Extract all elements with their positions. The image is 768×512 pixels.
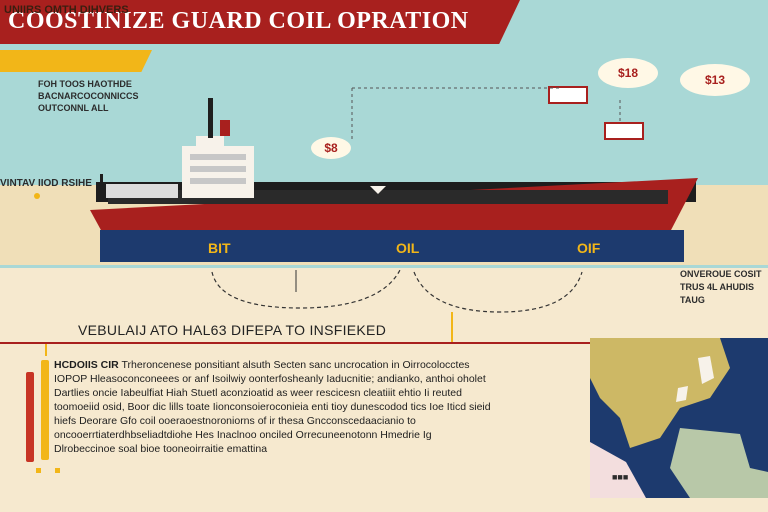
side-label: VINTAV IIOD RSIHE	[0, 178, 92, 189]
map-landmass-south	[670, 428, 768, 498]
stern-deck	[106, 184, 178, 198]
price-callout-3: $8	[311, 137, 351, 159]
funnel	[220, 120, 230, 136]
bridge-top-deck	[196, 136, 224, 148]
section-divider	[0, 342, 592, 344]
deck-crane	[370, 186, 386, 194]
buoy-marker-1	[548, 86, 588, 104]
accent-bar-red	[26, 372, 34, 462]
buoy-marker-2	[604, 122, 644, 140]
subtitle-text: UNIIRS OMTH DIHVERS	[4, 4, 129, 16]
body-lead: HCDOIIS CIR	[54, 359, 119, 371]
intro-text: FOH TOOS HAOTHDE BACNARCOCONNICCS OUTCON…	[38, 79, 139, 113]
map-islet	[676, 386, 688, 402]
oil-tanker-illustration	[90, 98, 698, 262]
body-copy: Trheroncenese ponsitiant alsuth Secten s…	[54, 359, 491, 455]
map-island	[698, 356, 714, 384]
body-paragraph: HCDOIIS CIR Trheroncenese ponsitiant als…	[54, 358, 494, 456]
hull-label-3: OIF	[577, 240, 601, 256]
mast	[208, 98, 213, 138]
hull-waterline	[100, 230, 684, 262]
page-title: COOSTINIZE GUARD COIL OPRATION	[8, 8, 469, 34]
title-banner	[0, 0, 520, 44]
subtitle-banner	[0, 50, 152, 72]
accent-dot-2	[55, 468, 60, 473]
hull-label-2: OIL	[396, 240, 420, 256]
section-title: VEBULAIJ ATO HAL63 DIFEPA TO INSFIEKED	[78, 322, 387, 338]
accent-dot-1	[36, 468, 41, 473]
side-marker-dot	[34, 193, 40, 199]
right-note: ONVEROUE COSIT TRUS 4L AHUDIS TAUG	[680, 269, 762, 305]
hull-label-1: BIT	[208, 240, 231, 256]
map-landmass-west	[590, 442, 646, 498]
price-callout-1: $18	[598, 58, 658, 88]
price-callout-2: $13	[680, 64, 750, 96]
accent-bar-yellow	[41, 360, 49, 460]
map-landmass-north	[590, 338, 730, 448]
regional-map	[590, 338, 768, 498]
map-label: ■■■	[612, 472, 629, 482]
